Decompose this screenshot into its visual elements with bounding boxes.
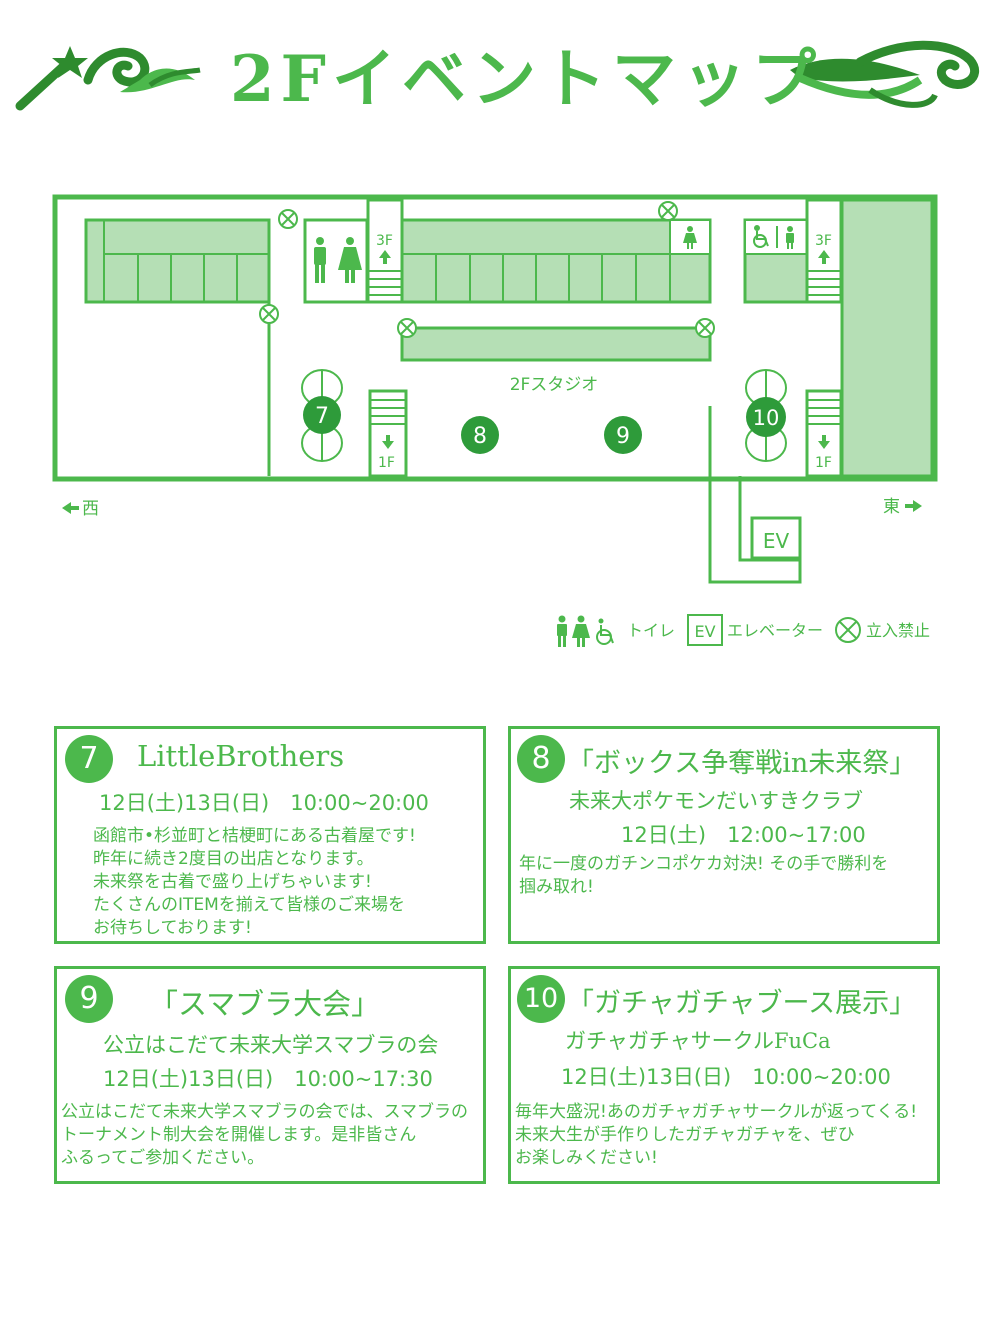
stairs-down-east: 1F: [805, 389, 843, 478]
legend-elevator-label: エレベーター: [727, 621, 823, 640]
magic-wand-icon: [15, 46, 88, 111]
woman-small-icon: [683, 226, 697, 249]
event-schedule: 12日(土) 12:00~17:00: [621, 823, 866, 847]
page-title: 2Fイベントマップ: [230, 42, 822, 117]
east-block: [840, 198, 934, 478]
east-direction: 東: [883, 497, 922, 517]
building-outline: [52, 194, 938, 482]
arrow-right-icon: [905, 500, 922, 512]
no-entry-icon: [278, 209, 298, 229]
stairs-down-west: 1F: [368, 389, 408, 478]
central-room-block: [400, 218, 712, 304]
ev-legend-box: [687, 614, 723, 646]
event-card-8: 8 「ボックス争奪戦in未来祭」 未来大ポケモンだいすきクラブ 12日(土) 1…: [508, 726, 940, 944]
legend-no-entry-label: 立入禁止: [866, 621, 930, 640]
event-description: 年に一度のガチンコポケカ対決! その手で勝利を 掴み取れ!: [519, 854, 889, 897]
event-number-badge: 8: [517, 735, 565, 783]
svg-text:東: 東: [883, 497, 900, 517]
woman-icon: [338, 237, 362, 283]
arrow-down-icon: [382, 435, 394, 449]
studio-label: 2Fスタジオ: [510, 375, 599, 395]
event-description: 毎年大盛況!あのガチャガチャサークルが返ってくる! 未来大生が手作りしたガチャガ…: [515, 1102, 918, 1168]
event-card-10: 10 「ガチャガチャブース展示」 ガチャガチャサークルFuCa 12日(土)13…: [508, 966, 940, 1184]
restroom-1: [303, 218, 369, 304]
stair-up-label-east: 3F: [815, 233, 832, 249]
header-decoration: [15, 40, 980, 111]
event-title: 「ガチャガチャブース展示」: [567, 988, 917, 1019]
stair-up-label: 3F: [376, 233, 393, 249]
elevator-passage: EV: [708, 476, 802, 584]
wheelchair-icon: [753, 225, 769, 248]
no-entry-icon: [397, 318, 417, 338]
floor-map: 3F: [52, 194, 938, 647]
legend-toilet-label: トイレ: [627, 621, 675, 640]
event-schedule: 12日(土)13日(日) 10:00~20:00: [99, 791, 429, 815]
no-entry-icon: [259, 304, 279, 324]
stairs-up-east: 3F: [805, 198, 843, 304]
no-entry-legend-icon: [835, 617, 861, 643]
legend: トイレ EV エレベーター 立入禁止: [557, 614, 930, 647]
event-number-badge: 9: [65, 975, 113, 1023]
event-number-badge: 10: [517, 975, 565, 1023]
studio-block: [400, 326, 712, 362]
map-marker-7[interactable]: 7: [303, 396, 341, 434]
left-swirl-icon: [83, 47, 201, 93]
arrow-up-icon: [379, 250, 391, 264]
arrow-down-icon: [818, 435, 830, 449]
toilet-legend-icon: [557, 615, 614, 647]
event-number-badge: 7: [65, 735, 113, 783]
event-schedule: 12日(土)13日(日) 10:00~20:00: [561, 1065, 891, 1089]
stair-down-label-east: 1F: [815, 455, 832, 471]
event-title: 「ボックス争奪戦in未来祭」: [567, 748, 917, 779]
no-entry-icon: [658, 201, 678, 221]
man-small-icon: [786, 226, 794, 249]
svg-text:7: 7: [315, 404, 329, 429]
event-description: 公立はこだて未来大学スマブラの会では、スマブラの トーナメント制大会を開催します…: [61, 1102, 468, 1168]
svg-text:8: 8: [473, 424, 487, 449]
event-title: 「スマブラ大会」: [149, 987, 381, 1021]
ev-label: EV: [763, 529, 790, 553]
event-card-9: 9 「スマブラ大会」 公立はこだて未来大学スマブラの会 12日(土)13日(日)…: [54, 966, 486, 1184]
event-schedule: 12日(土)13日(日) 10:00~17:30: [103, 1067, 433, 1091]
svg-text:西: 西: [82, 499, 99, 519]
map-marker-9[interactable]: 9: [604, 416, 642, 454]
map-marker-10[interactable]: 10: [746, 397, 786, 437]
event-organizer: 公立はこだて未来大学スマブラの会: [103, 1033, 439, 1057]
restroom-2: [743, 218, 809, 304]
man-icon: [314, 237, 326, 283]
legend-ev-box-label: EV: [694, 622, 715, 641]
west-room-block: [84, 218, 271, 304]
stair-down-label: 1F: [378, 455, 395, 471]
event-title: LittleBrothers: [137, 739, 345, 773]
west-direction: 西: [62, 499, 99, 519]
event-card-7: 7 LittleBrothers 12日(土)13日(日) 10:00~20:0…: [54, 726, 486, 944]
event-organizer: 未来大ポケモンだいすきクラブ: [569, 789, 863, 813]
arrow-left-icon: [62, 502, 79, 514]
event-description: 函館市•杉並町と桔梗町にある古着屋です! 昨年に続き2度目の出店となります。 未…: [93, 826, 416, 938]
no-entry-icon: [695, 318, 715, 338]
right-swirl-icon: [790, 40, 980, 108]
svg-text:9: 9: [616, 424, 630, 449]
event-organizer: ガチャガチャサークルFuCa: [565, 1029, 831, 1053]
arrow-up-icon: [818, 250, 830, 264]
stairs-up-west: 3F: [366, 198, 404, 304]
svg-text:10: 10: [753, 406, 780, 430]
map-marker-8[interactable]: 8: [461, 416, 499, 454]
